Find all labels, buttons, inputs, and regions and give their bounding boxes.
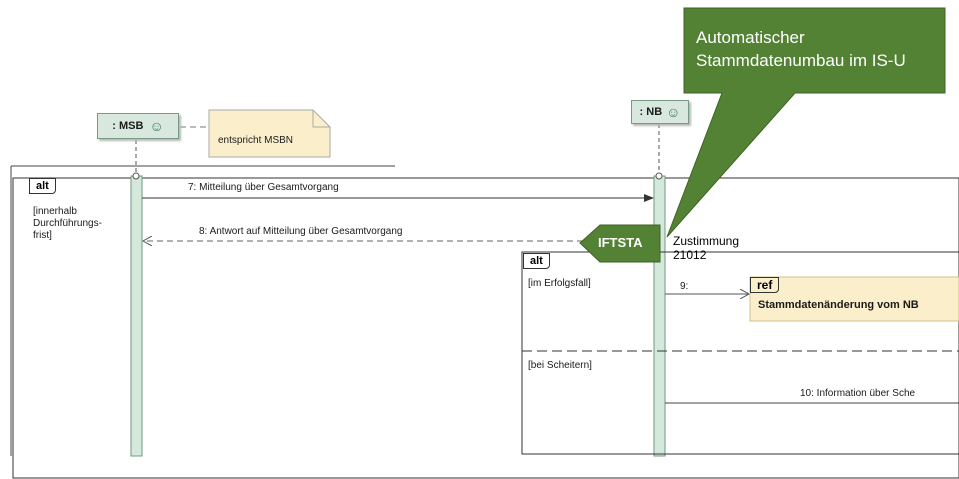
outer-alt-tab: alt xyxy=(29,178,56,194)
ref-fragment-box xyxy=(749,276,959,322)
msb-lifeline-label: : MSB xyxy=(112,120,144,132)
message-7-label: 7: Mitteilung über Gesamtvorgang xyxy=(188,182,339,193)
zustimmung-line-1: Zustimmung xyxy=(673,234,740,248)
message-8-label: 8: Antwort auf Mitteilung über Gesamtvor… xyxy=(199,226,403,237)
iftsta-badge-label: IFTSTA xyxy=(598,235,643,250)
iftsta-badge-shape xyxy=(579,224,661,263)
outer-alt-guard: [innerhalb Durchführungs- frist] xyxy=(33,206,102,242)
actor-icon: ☺ xyxy=(666,104,681,120)
message-9-label: 9: xyxy=(680,281,689,292)
msb-lifeline-head: : MSB ☺ xyxy=(97,113,179,139)
inner-guard-success: [im Erfolgsfall] xyxy=(528,278,591,289)
callout-shape xyxy=(666,7,946,238)
outer-guard-line-3: frist] xyxy=(33,230,52,241)
callout-line-1: Automatischer xyxy=(696,28,805,47)
outer-guard-line-1: [innerhalb xyxy=(33,206,77,217)
zustimmung-line-2: 21012 xyxy=(673,248,707,262)
inner-alt-frame xyxy=(521,251,959,455)
ref-tab: ref xyxy=(750,277,780,293)
ref-text: Stammdatenänderung vom NB xyxy=(758,299,919,311)
note-fold xyxy=(312,110,330,128)
nb-activation-bar xyxy=(653,175,666,457)
callout-text: Automatischer Stammdatenumbau im IS-U xyxy=(696,26,906,72)
outer-alt-frame xyxy=(12,177,959,479)
nb-lifeline-label: : NB xyxy=(639,106,663,118)
nb-lifeline-head: : NB ☺ xyxy=(631,100,689,124)
inner-guard-failure: [bei Scheitern] xyxy=(528,360,592,371)
msb-activation-start xyxy=(132,172,140,180)
nb-activation-start xyxy=(655,172,663,180)
inner-alt-tab: alt xyxy=(523,253,550,269)
zustimmung-label: Zustimmung 21012 xyxy=(673,234,739,262)
note-text: entspricht MSBN xyxy=(218,135,294,146)
callout-line-2: Stammdatenumbau im IS-U xyxy=(696,51,906,70)
note-shape xyxy=(208,109,331,158)
actor-icon: ☺ xyxy=(149,118,164,134)
outer-guard-line-2: Durchführungs- xyxy=(33,218,102,229)
msb-activation-bar xyxy=(130,175,143,457)
message-10-label: 10: Information über Sche xyxy=(800,388,916,399)
